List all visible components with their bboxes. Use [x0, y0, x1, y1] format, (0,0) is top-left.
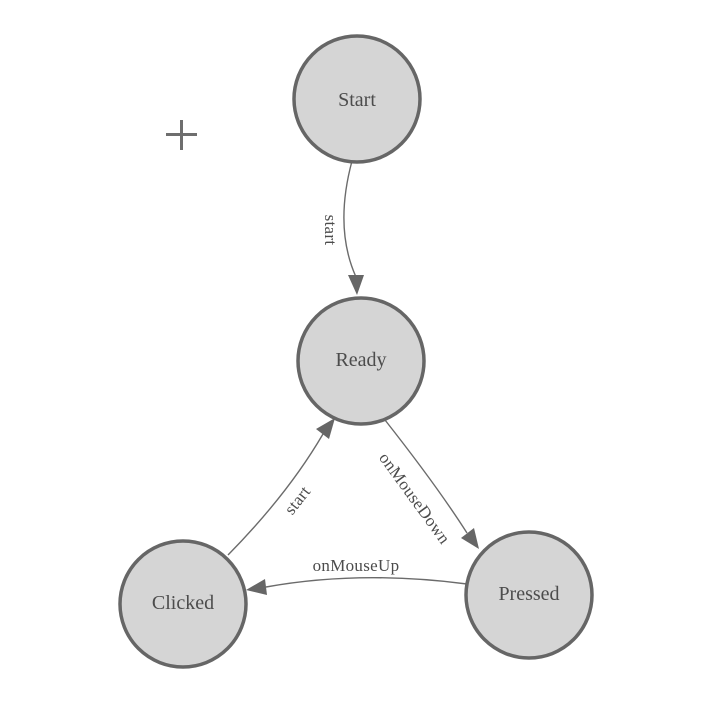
state-node-start[interactable]: Start — [292, 34, 422, 164]
state-node-ready[interactable]: Ready — [296, 296, 426, 426]
state-node-clicked[interactable]: Clicked — [118, 539, 248, 669]
state-label-ready: Ready — [335, 349, 386, 371]
edge-clicked-to-ready[interactable]: start — [227, 418, 335, 556]
arrowhead-icon — [461, 528, 479, 549]
arrowhead-icon — [348, 275, 364, 295]
state-label-pressed: Pressed — [498, 583, 559, 605]
arrowhead-icon — [316, 418, 335, 439]
state-circle-pressed[interactable] — [464, 530, 594, 660]
edge-line[interactable] — [343, 160, 357, 278]
edge-line[interactable] — [384, 419, 468, 534]
state-node-pressed[interactable]: Pressed — [464, 530, 594, 660]
state-circle-ready[interactable] — [296, 296, 426, 426]
edge-line[interactable] — [265, 576, 468, 588]
edge-pressed-to-clicked[interactable]: onMouseUp — [246, 556, 468, 595]
arrowhead-icon — [246, 579, 267, 595]
state-label-clicked: Clicked — [152, 592, 214, 614]
state-circle-clicked[interactable] — [118, 539, 248, 669]
state-circle-start[interactable] — [292, 34, 422, 164]
edge-label-start2: start — [280, 482, 314, 518]
edge-start-to-ready[interactable]: start — [321, 160, 364, 295]
edge-label-onmousedown: onMouseDown — [375, 449, 454, 548]
edge-label-onmouseup: onMouseUp — [313, 556, 400, 575]
edge-ready-to-pressed[interactable]: onMouseDown — [375, 419, 479, 549]
edge-line[interactable] — [227, 433, 324, 556]
state-label-start: Start — [338, 89, 376, 111]
edge-label-start: start — [321, 215, 340, 246]
crosshair-icon — [166, 120, 197, 150]
